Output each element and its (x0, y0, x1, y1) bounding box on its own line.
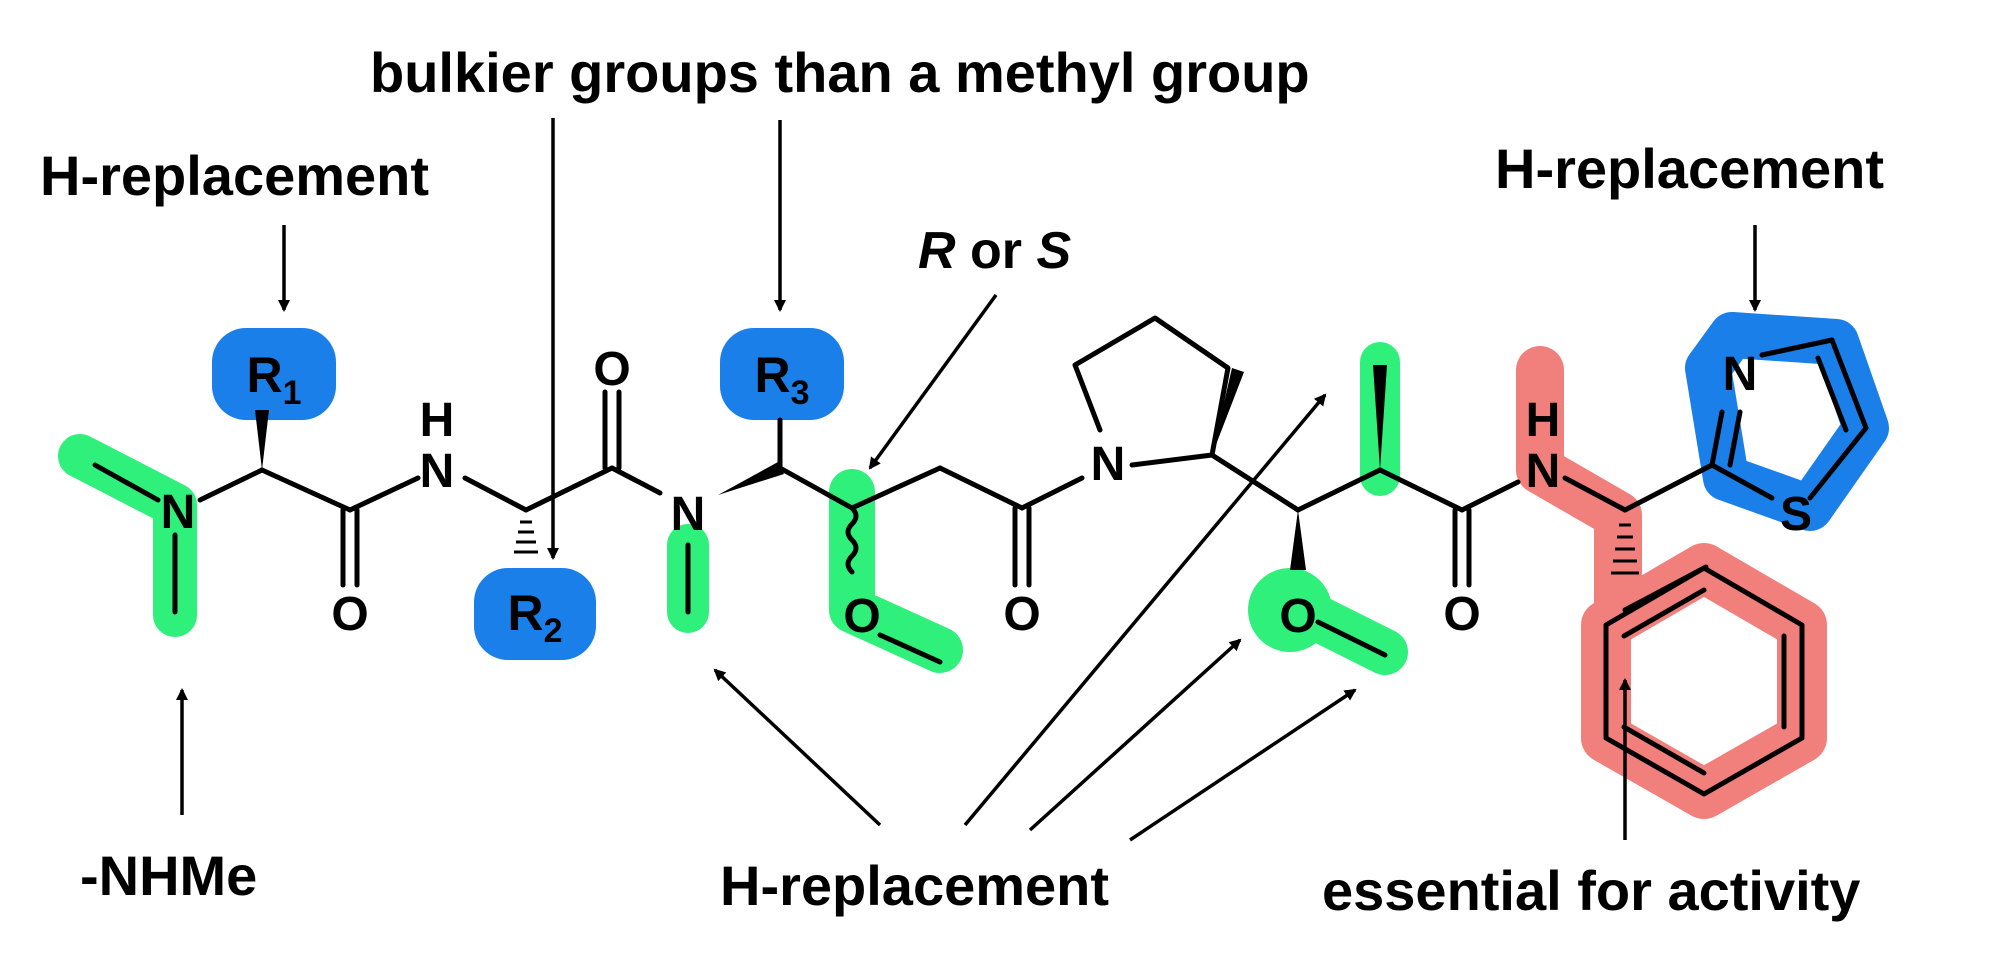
arrows (176, 118, 1761, 842)
bonds (92, 315, 1869, 797)
highlight-r2 (474, 568, 596, 660)
atom-h-n5: H (1526, 394, 1561, 447)
label-h-replacement-right: H-replacement (1495, 137, 1884, 200)
atom-o5: O (1279, 590, 1316, 643)
highlight-r3 (720, 328, 844, 420)
atom-n-thiazole: N (1723, 348, 1758, 401)
highlight-r1 (212, 328, 336, 420)
atom-h-n2: H (420, 394, 455, 447)
label-essential-for-activity: essential for activity (1322, 859, 1860, 922)
label-r-or-s: R or S (918, 222, 1071, 280)
arrow-methoxy-o2 (1028, 638, 1242, 832)
group-r2: R2 (507, 585, 562, 650)
label-h-replacement-bottom: H-replacement (720, 854, 1109, 917)
hash-bond-r2 (514, 520, 538, 554)
arrow-n-methyl (713, 668, 882, 827)
label-h-replacement-left: H-replacement (40, 144, 429, 207)
hash-bond-benzyl (1611, 523, 1639, 575)
atom-s-thiazole: S (1780, 488, 1812, 541)
atom-n1: N (161, 486, 196, 539)
label-nhme: -NHMe (80, 844, 257, 907)
arrow-methoxy-me2 (1129, 688, 1357, 842)
arrow-r-or-s (868, 293, 998, 470)
group-r3: R3 (754, 347, 809, 412)
annotation-labels: bulkier groups than a methyl group H-rep… (40, 41, 1884, 922)
atom-n3: N (671, 488, 706, 541)
highlight-methoxy-1 (829, 469, 963, 673)
atom-n4: N (1091, 438, 1126, 491)
atom-o6: O (1443, 588, 1480, 641)
atom-o4: O (1003, 588, 1040, 641)
atom-n2: N (420, 445, 455, 498)
atom-o2: O (593, 343, 630, 396)
atom-n5: N (1526, 445, 1561, 498)
arrow-c-methyl (963, 393, 1327, 827)
atom-o3: O (843, 590, 880, 643)
atom-labels: N O H N O N O O N O O H N N S R1 R2 R3 (161, 343, 1812, 650)
group-r1: R1 (246, 347, 301, 412)
label-bulkier-groups: bulkier groups than a methyl group (370, 41, 1310, 104)
highlight-methoxy-2-o (1248, 568, 1332, 652)
atom-o1: O (331, 588, 368, 641)
highlights (58, 312, 1889, 819)
highlight-phenylalanine (1516, 346, 1642, 642)
